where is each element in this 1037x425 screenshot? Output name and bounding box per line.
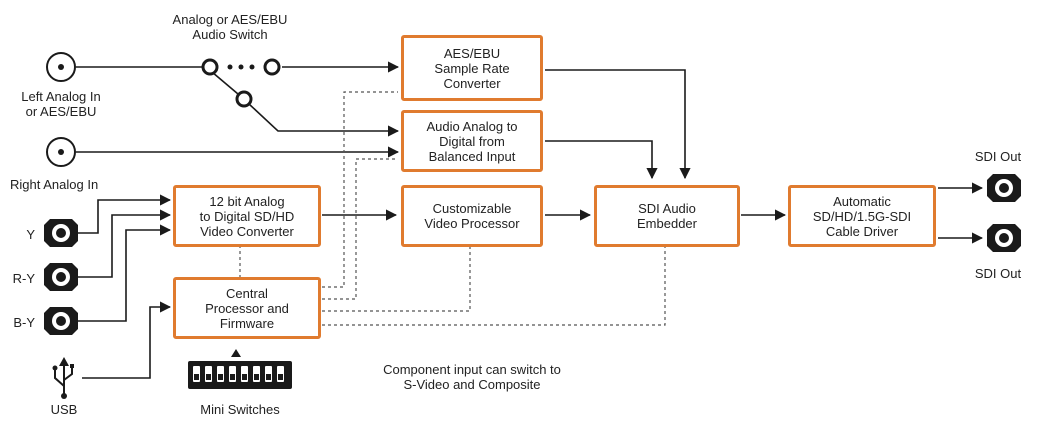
ctrl-processor-to-video-processor: [322, 247, 471, 312]
analog-jack-icon: [46, 52, 76, 82]
wire-ry-to-converter: [78, 209, 172, 278]
bnc-connector-icon: [987, 224, 1021, 252]
sdi-cable-driver-block: Automatic SD/HD/1.5G-SDI Cable Driver: [788, 185, 936, 247]
switch-terminal-icon: [201, 58, 281, 108]
bnc-connector-icon: [44, 219, 78, 247]
video-processor-block: Customizable Video Processor: [401, 185, 543, 247]
wire-audio-analog-to-embedder: [545, 140, 658, 180]
wire-by-to-converter: [78, 224, 172, 322]
wire-y-to-converter: [78, 194, 172, 234]
wire-switch-to-audio-analog: [248, 103, 400, 137]
audio-analog-to-digital-block: Audio Analog to Digital from Balanced In…: [401, 110, 543, 172]
by-input-label: B-Y: [13, 315, 35, 330]
central-processor-block: Central Processor and Firmware: [173, 277, 321, 339]
aes-sample-rate-converter-block: AES/EBU Sample Rate Converter: [401, 35, 543, 101]
sdi-out-top-label: SDI Out: [974, 149, 1022, 164]
video-converter-block: 12 bit Analog to Digital SD/HD Video Con…: [173, 185, 321, 247]
ctrl-processor-to-audio-analog: [322, 158, 398, 300]
analog-jack-icon: [46, 137, 76, 167]
left-analog-label: Left Analog In or AES/EBU: [21, 89, 101, 119]
right-analog-label: Right Analog In: [10, 177, 99, 192]
bnc-connector-icon: [44, 263, 78, 291]
signal-lines: [76, 61, 984, 379]
control-lines: [239, 91, 666, 326]
usb-icon: [52, 357, 74, 399]
sdi-out-bottom-label: SDI Out: [974, 266, 1022, 281]
mini-switches-label: Mini Switches: [200, 402, 280, 417]
bnc-connector-icon: [987, 174, 1021, 202]
switch-lever: [211, 71, 239, 95]
usb-label: USB: [50, 402, 78, 417]
sdi-audio-embedder-block: SDI Audio Embedder: [594, 185, 740, 247]
wire-usb-to-processor: [82, 301, 172, 379]
ctrl-processor-to-aes: [322, 91, 398, 288]
component-input-note: Component input can switch to S-Video an…: [383, 362, 561, 392]
bnc-connector-icon: [44, 307, 78, 335]
ry-input-label: R-Y: [12, 271, 35, 286]
audio-switch-label: Analog or AES/EBU Audio Switch: [172, 12, 288, 42]
ctrl-processor-to-embedder: [322, 247, 666, 326]
y-input-label: Y: [26, 227, 35, 242]
dip-switch-icon: [188, 349, 292, 389]
wire-aes-to-embedder: [545, 69, 691, 180]
